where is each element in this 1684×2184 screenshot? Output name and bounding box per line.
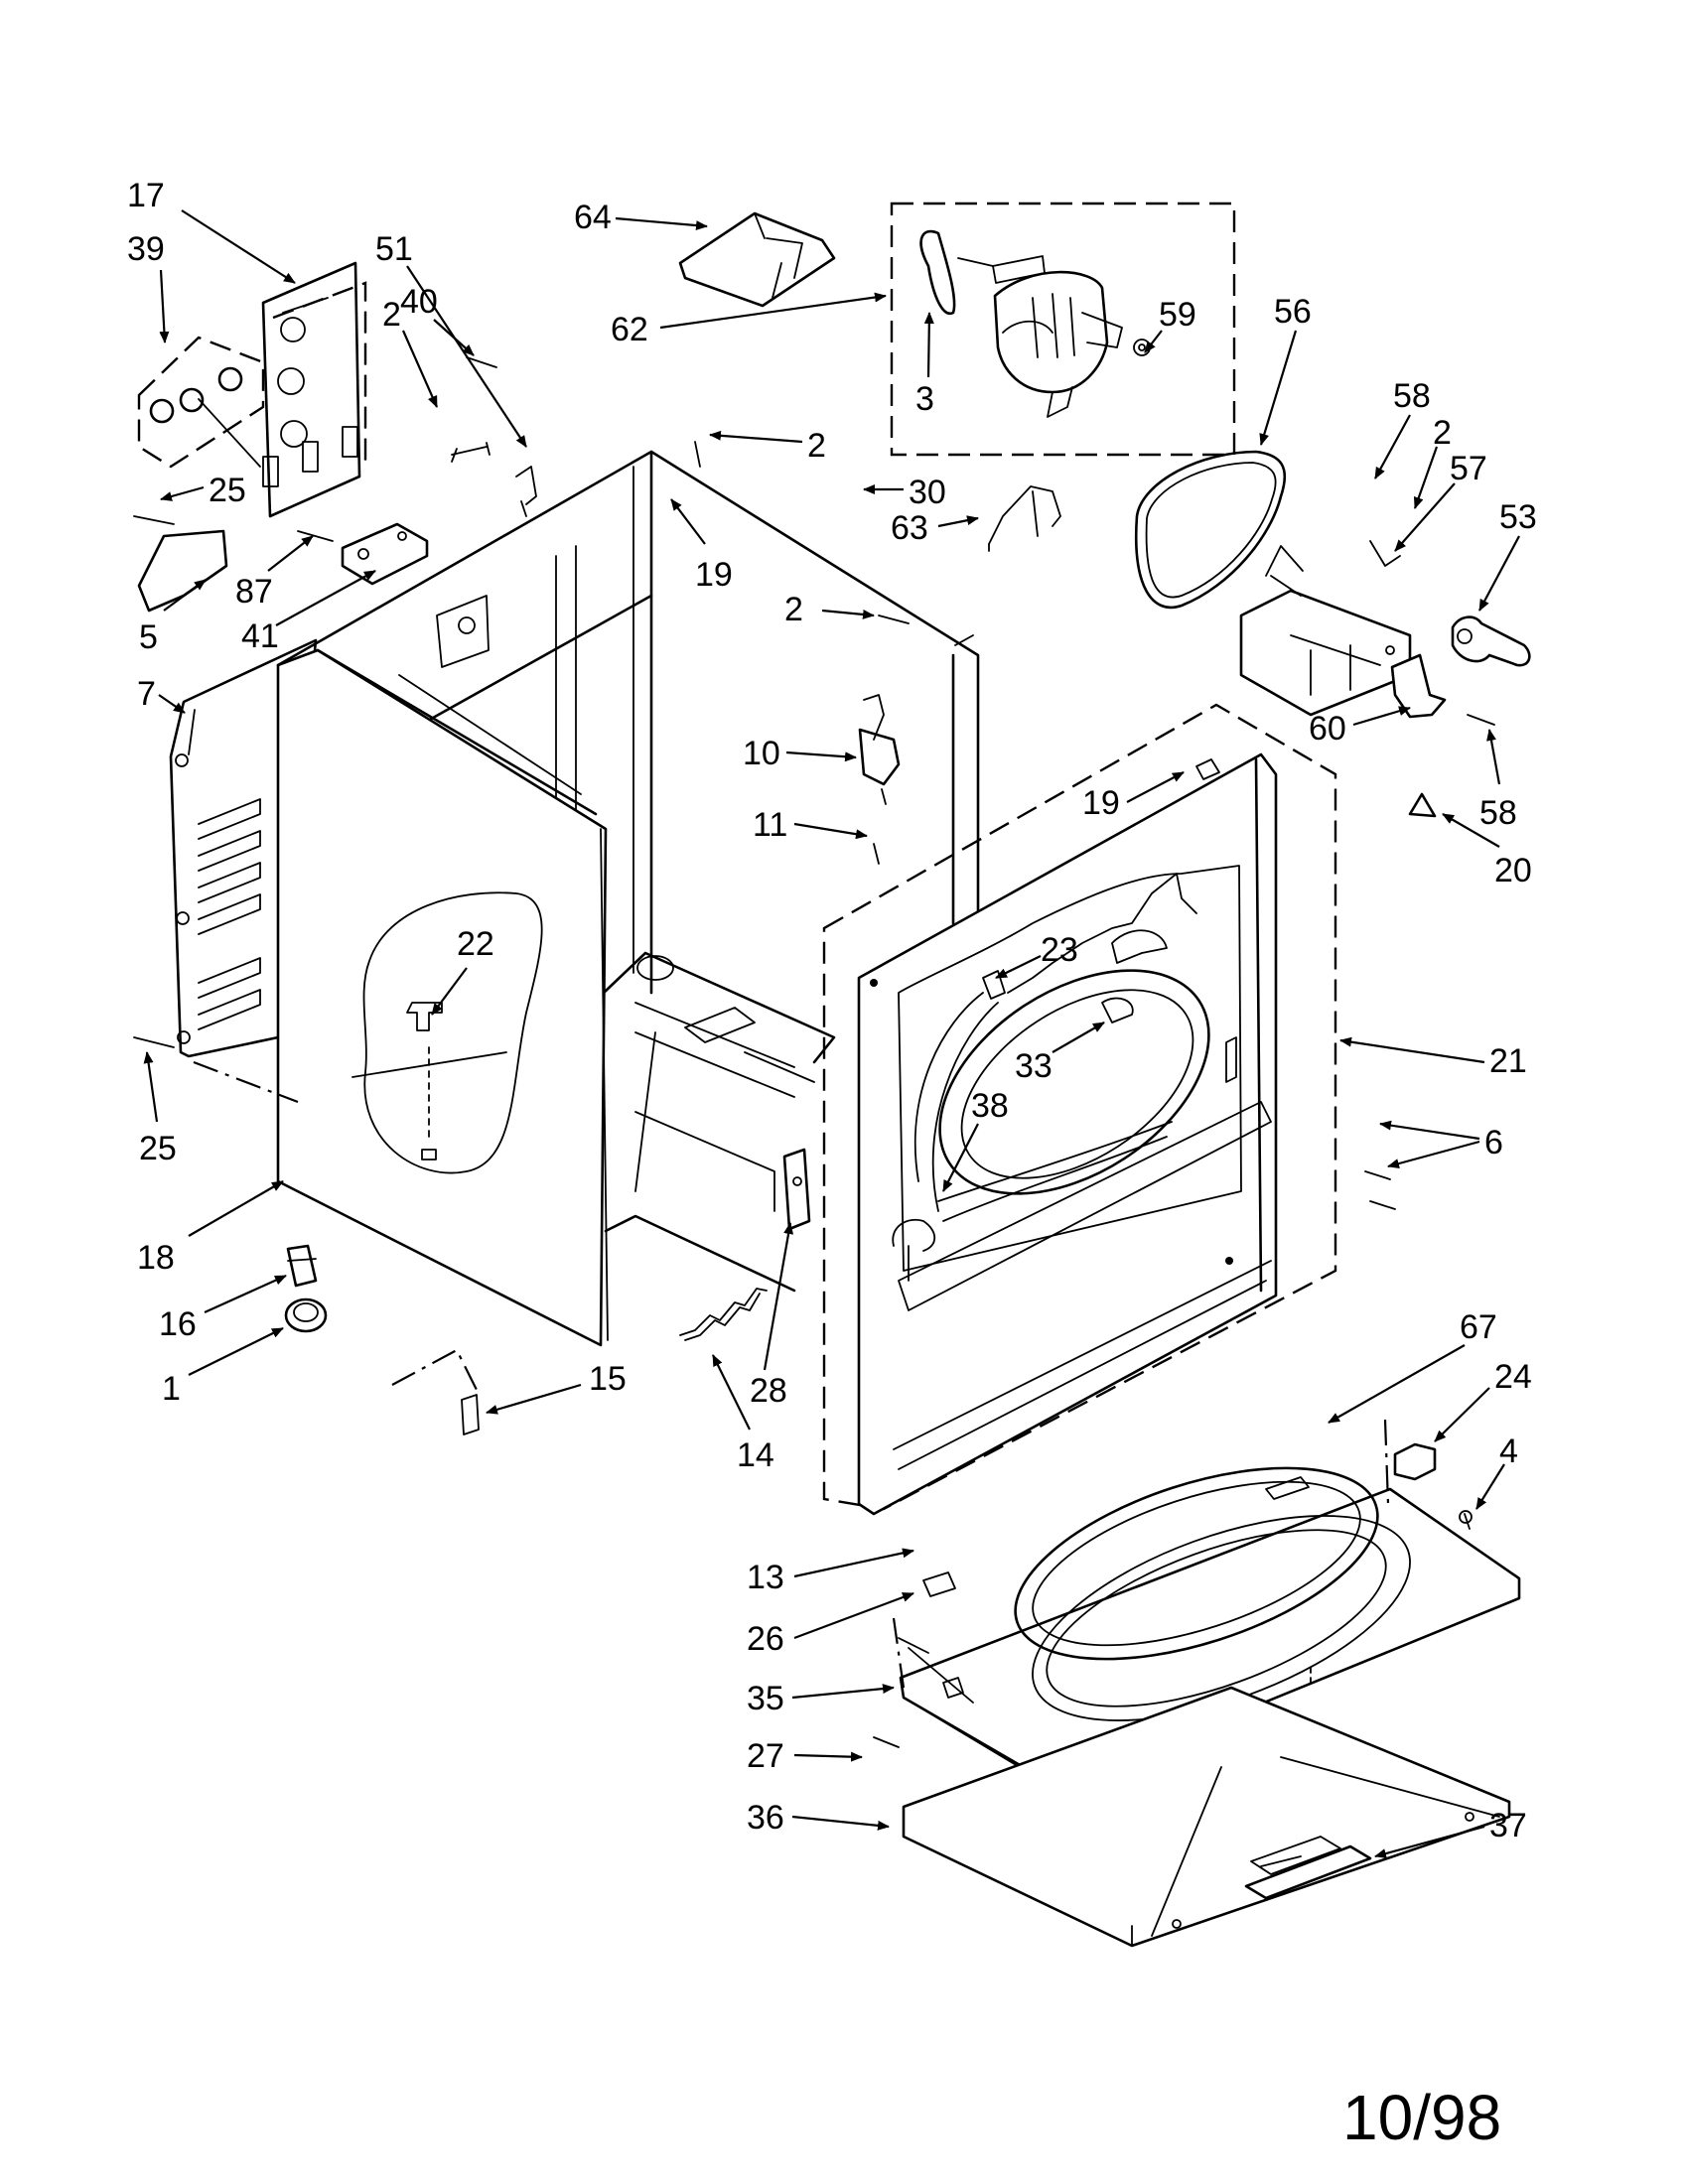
label-27: 27 (747, 1737, 784, 1775)
screws (133, 356, 1495, 1748)
label-17: 17 (127, 177, 165, 214)
label-19-top: 19 (695, 556, 733, 594)
timer-bracket (261, 261, 367, 518)
label-58-bottom: 58 (1479, 794, 1517, 832)
label-64: 64 (574, 199, 612, 236)
label-19-right: 19 (1082, 784, 1120, 822)
knob-set (137, 336, 265, 469)
label-56: 56 (1274, 293, 1312, 331)
front-panel (822, 703, 1337, 1516)
label-39: 39 (127, 230, 165, 268)
callouts: 17 39 51 40 2 25 87 5 41 7 25 18 (127, 177, 1537, 1858)
label-60: 60 (1309, 710, 1346, 748)
label-38: 38 (971, 1087, 1009, 1125)
label-25-bottom: 25 (139, 1130, 177, 1167)
cabinet-side-wrap (276, 648, 609, 1347)
label-2-left: 2 (382, 296, 401, 334)
label-63: 63 (891, 509, 928, 547)
label-6: 6 (1484, 1124, 1503, 1161)
label-15: 15 (589, 1360, 627, 1398)
label-24: 24 (1494, 1358, 1532, 1396)
idler-bracket (1239, 540, 1412, 717)
label-13: 13 (747, 1559, 784, 1596)
label-26: 26 (747, 1620, 784, 1658)
label-1: 1 (162, 1370, 181, 1408)
projection-lines (193, 1060, 1390, 1689)
door-strike (1459, 1510, 1473, 1530)
label-57: 57 (1450, 450, 1487, 487)
label-36: 36 (747, 1799, 784, 1837)
label-11: 11 (753, 806, 787, 844)
label-2-mid: 2 (784, 591, 803, 628)
label-67: 67 (1460, 1308, 1497, 1346)
cabinet-frame (276, 450, 980, 1293)
thermal-fuse (858, 694, 901, 805)
label-2-right: 2 (1433, 414, 1452, 452)
duct-cover (678, 211, 836, 308)
label-14: 14 (737, 1436, 774, 1474)
idler-pulley (1451, 615, 1531, 667)
label-53: 53 (1499, 498, 1537, 536)
drive-belt (1134, 450, 1287, 609)
lint-filter-clip (1195, 758, 1220, 780)
label-59: 59 (1159, 296, 1196, 334)
cabinet-clip (461, 1394, 480, 1435)
label-22: 22 (457, 925, 494, 963)
label-20: 20 (1494, 852, 1532, 889)
label-10: 10 (743, 735, 780, 772)
label-23: 23 (1041, 931, 1078, 969)
harness-clip (515, 466, 537, 517)
leg-cap (284, 1297, 328, 1333)
hinge-plate (922, 1571, 956, 1597)
control-cover-plate (137, 529, 228, 613)
label-35: 35 (747, 1680, 784, 1717)
label-37: 37 (1489, 1807, 1527, 1844)
label-41: 41 (241, 617, 279, 655)
belt-switch-bracket (1390, 653, 1447, 719)
label-21: 21 (1489, 1042, 1527, 1080)
wire-clip-63 (988, 485, 1061, 552)
label-51: 51 (375, 230, 413, 268)
terminal-block (341, 522, 429, 586)
door-catch (1393, 1442, 1437, 1481)
label-2-top: 2 (807, 427, 826, 465)
label-40: 40 (400, 283, 438, 321)
label-58-top: 58 (1393, 377, 1431, 415)
label-62: 62 (611, 311, 648, 348)
label-4: 4 (1499, 1433, 1518, 1470)
date-code: 10/98 (1342, 2082, 1501, 2153)
drum-light (1408, 792, 1437, 818)
leveling-leg (286, 1244, 318, 1288)
label-30: 30 (909, 474, 946, 511)
label-33: 33 (1015, 1047, 1052, 1085)
label-5: 5 (139, 618, 158, 656)
label-3: 3 (915, 380, 934, 418)
drum-spring (679, 1288, 768, 1341)
door-assembly (898, 1466, 1521, 1948)
label-16: 16 (159, 1305, 197, 1343)
door-hinge (782, 1148, 811, 1231)
label-18: 18 (137, 1239, 175, 1277)
label-7: 7 (137, 675, 156, 713)
label-28: 28 (750, 1372, 787, 1410)
label-25-top: 25 (209, 472, 246, 509)
label-87: 87 (235, 573, 273, 611)
